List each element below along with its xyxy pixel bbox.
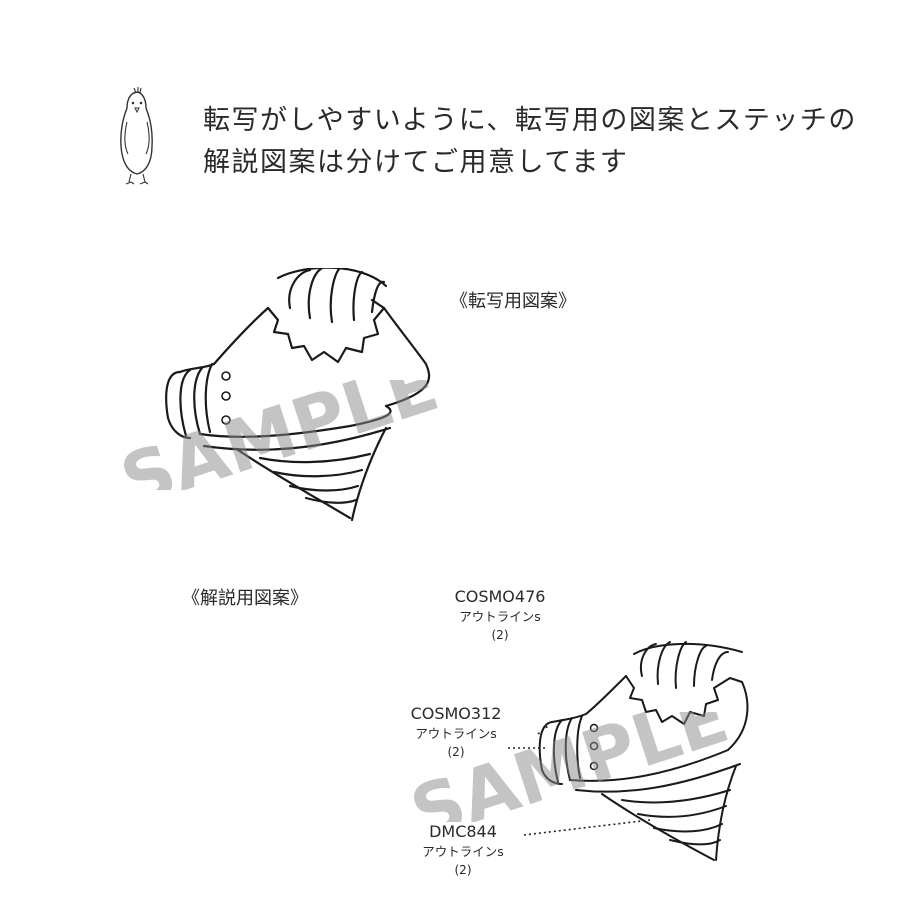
stitch-name: アウトラインs — [422, 844, 504, 859]
stitch-label-3: DMC844 アウトラインs (2) — [403, 820, 523, 879]
strand-count: (2) — [491, 628, 509, 642]
sample-watermark-text: SAMPLE — [401, 712, 738, 822]
guide-pattern-illustration — [538, 641, 749, 861]
transfer-pattern-illustration — [165, 268, 431, 522]
sample-watermark: SAMPLE — [390, 675, 750, 856]
intro-line-2: 解説図案は分けてご用意してます — [203, 147, 629, 178]
stitch-name: アウトラインs — [415, 726, 497, 741]
stitch-label-2: COSMO312 アウトラインs (2) — [396, 702, 516, 761]
sample-watermark-text: SAMPLE — [111, 380, 448, 490]
sample-watermark: SAMPLE — [110, 343, 450, 524]
stitch-code: COSMO312 — [410, 704, 502, 723]
transfer-section-title: 《転写用図案》 — [450, 291, 576, 312]
leader-line-dmc844 — [523, 819, 651, 836]
stitch-name: アウトラインs — [459, 609, 541, 624]
guide-section-title: 《解説用図案》 — [182, 588, 308, 609]
strand-count: (2) — [454, 863, 472, 877]
strand-count: (2) — [447, 745, 465, 759]
penguin-bird-icon — [120, 87, 153, 185]
sample-watermark-svg: SAMPLE — [111, 343, 448, 524]
stitch-label-1: COSMO476 アウトラインs (2) — [440, 585, 560, 644]
intro-line-1: 転写がしやすいように、転写用の図案とステッチの — [203, 105, 857, 136]
sample-watermark-svg: SAMPLE — [401, 675, 738, 856]
leader-lines — [508, 725, 651, 836]
leader-line-cosmo312-b — [537, 725, 549, 735]
stitch-code: DMC844 — [429, 822, 497, 841]
stitch-code: COSMO476 — [454, 587, 546, 606]
